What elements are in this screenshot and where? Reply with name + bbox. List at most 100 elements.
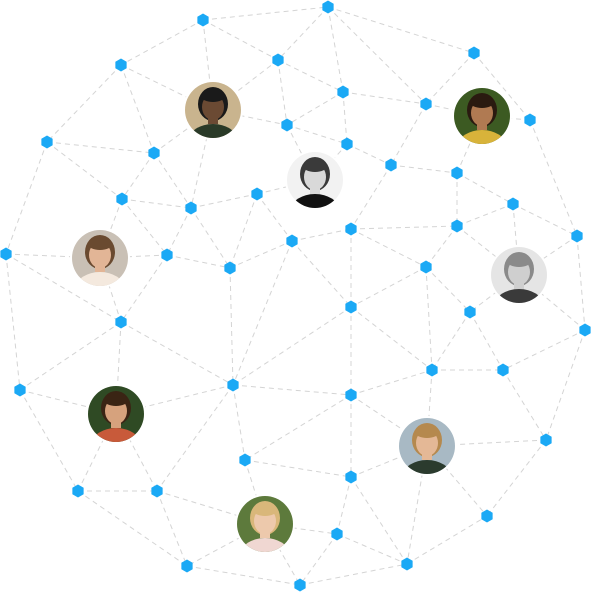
connection-line	[186, 523, 266, 567]
connection-line	[390, 164, 458, 174]
connection-line	[19, 389, 79, 492]
hexagon-node-icon	[345, 388, 357, 402]
hexagon-node-icon	[385, 158, 397, 172]
person-photo-woman-bw[interactable]	[285, 150, 345, 226]
hexagon-node-icon	[341, 137, 353, 151]
connection-line	[342, 91, 348, 145]
person-photo-man-dark-shirt[interactable]	[183, 80, 243, 156]
hexagon-node-icon	[464, 305, 476, 319]
hexagon-node-icon	[345, 300, 357, 314]
hexagon-node-icon	[115, 315, 127, 329]
connection-line	[512, 203, 520, 276]
connection-line	[350, 369, 433, 396]
person-photo-woman-laughing[interactable]	[397, 416, 457, 492]
hexagon-node-icon	[345, 222, 357, 236]
hexagon-node-icon	[286, 234, 298, 248]
connection-line	[153, 152, 192, 209]
connection-line	[156, 384, 234, 492]
connection-line	[342, 91, 427, 105]
hexagon-node-icon	[524, 113, 536, 127]
connection-line	[5, 253, 21, 391]
connection-line	[469, 311, 504, 371]
hexagon-node-icon	[0, 247, 12, 261]
hexagon-node-icon	[239, 453, 251, 467]
hexagon-node-icon	[420, 97, 432, 111]
connection-line	[299, 563, 408, 586]
hexagon-node-icon	[337, 85, 349, 99]
connection-line	[277, 59, 344, 93]
connection-line	[202, 19, 279, 61]
hexagon-node-icon	[116, 192, 128, 206]
hexagon-node-icon	[331, 527, 343, 541]
person-photo-woman-blonde-sitting[interactable]	[235, 494, 295, 570]
connection-line	[425, 266, 471, 313]
connection-line	[5, 253, 122, 323]
hexagon-node-icon	[481, 509, 493, 523]
connection-line	[277, 6, 329, 61]
connection-line	[166, 207, 192, 256]
connection-line	[350, 445, 428, 478]
hexagon-node-icon	[507, 197, 519, 211]
connection-line	[5, 253, 101, 259]
avatar-layer	[70, 80, 549, 570]
hexagon-node-icon	[14, 383, 26, 397]
connection-line	[5, 141, 48, 255]
connection-line	[350, 164, 392, 230]
hexagon-node-icon	[251, 187, 263, 201]
person-photo-man-beard-orange-hoodie[interactable]	[86, 384, 146, 460]
connection-line	[473, 52, 531, 121]
hexagon-node-icon	[579, 323, 591, 337]
connection-line	[425, 225, 458, 268]
connection-line	[120, 321, 234, 386]
hexagon-node-icon	[571, 229, 583, 243]
hexagon-node-icon	[468, 46, 480, 60]
connection-line	[286, 124, 348, 145]
connection-line	[232, 240, 293, 386]
connection-line	[529, 119, 578, 237]
connection-line	[212, 59, 279, 111]
connection-line	[545, 329, 586, 441]
hexagon-node-icon	[224, 261, 236, 275]
connection-line	[336, 533, 408, 565]
hexagon-node-icon	[451, 166, 463, 180]
connection-line	[456, 115, 483, 174]
connection-line	[115, 413, 158, 492]
connection-line	[244, 459, 352, 478]
hexagon-node-icon	[401, 557, 413, 571]
connection-line	[46, 141, 123, 200]
connection-line	[286, 124, 316, 181]
hexagon-node-icon	[41, 135, 53, 149]
connection-line	[190, 109, 214, 209]
connection-line	[202, 6, 329, 21]
hexagon-node-icon	[272, 53, 284, 67]
connection-line	[46, 141, 155, 154]
person-photo-woman-bw-smile[interactable]	[489, 245, 549, 321]
connection-line	[327, 6, 427, 105]
hexagon-node-icon	[497, 363, 509, 377]
connection-line	[153, 109, 214, 154]
connection-line	[256, 193, 293, 242]
connection-line	[406, 515, 488, 565]
connection-line	[156, 490, 188, 567]
connection-line	[336, 476, 352, 535]
person-photo-woman-smiling-hands[interactable]	[70, 228, 130, 304]
hexagon-node-icon	[451, 219, 463, 233]
connection-line	[229, 267, 234, 386]
connection-line	[244, 394, 352, 461]
connection-line	[426, 445, 488, 517]
connection-line	[502, 329, 586, 371]
hexagon-node-icon	[345, 470, 357, 484]
person-photo-woman-green-bg[interactable]	[452, 86, 512, 162]
connection-line	[350, 266, 427, 308]
connection-line	[190, 193, 258, 209]
hexagon-node-icon	[294, 578, 306, 592]
hexagon-node-icon	[426, 363, 438, 377]
connection-line	[291, 240, 352, 308]
connection-line	[121, 198, 168, 256]
edge-layer	[5, 6, 586, 586]
connection-line	[166, 254, 231, 269]
hexagon-node-icon	[185, 201, 197, 215]
connection-line	[232, 384, 352, 396]
